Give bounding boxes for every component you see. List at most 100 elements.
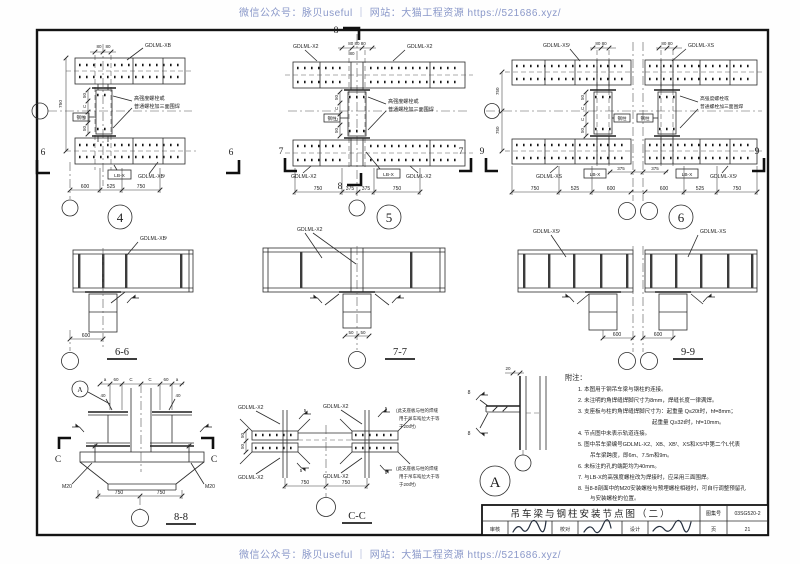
dim-label: 750 xyxy=(342,480,351,486)
section-title: 6-6 xyxy=(115,347,129,358)
bolt-note: 高强度螺栓或 xyxy=(134,95,165,102)
bolt-note: 高强度螺栓或 xyxy=(700,95,729,102)
column-label: 钢柱 xyxy=(618,115,627,122)
beam-label: GDLML-X2 xyxy=(323,474,349,480)
dim-label: 750 xyxy=(531,186,540,192)
detail-ref: A xyxy=(77,386,83,394)
note-line: 2. 未注明的角焊缝焊脚尺寸为8mm，焊缝长度一律满焊。 xyxy=(578,396,717,404)
dim-label: 600 xyxy=(607,186,616,192)
section-7-7: GDLML-X2 50 50 7-7 xyxy=(262,227,446,369)
dim-label: 750 xyxy=(314,186,323,192)
design-label: 设计 xyxy=(630,526,640,533)
grid-bubble xyxy=(640,352,658,370)
section-9-9: GDLML-XSᶠ GDLML-XS 600 600 xyxy=(517,229,758,370)
bolt-note: 普通螺栓加三面围焊 xyxy=(134,103,180,110)
dim-label: 750 xyxy=(393,186,402,192)
bolt-label: M20 xyxy=(205,484,215,490)
section-title: 9-9 xyxy=(681,347,695,358)
beam-label: GDLML-XBᶠ xyxy=(140,236,168,242)
detail-ref-bubble xyxy=(71,380,89,398)
lb-label: LB-X xyxy=(114,173,125,179)
cut-mark: 6 xyxy=(229,148,234,158)
cut-mark: 7 xyxy=(459,147,464,157)
dim-label: a xyxy=(176,377,179,382)
detail-5: 8 80 80 80 80 50 C C 50 xyxy=(279,26,473,230)
cut-mark: 6 xyxy=(41,148,46,158)
page-number: 21 xyxy=(745,527,751,533)
dim-label: 40 xyxy=(100,393,106,398)
dim-label: 50 xyxy=(240,443,245,449)
dim-label: C xyxy=(129,377,133,382)
dim-label: 750 xyxy=(157,490,166,496)
grid-bubble xyxy=(618,202,636,220)
dim-label: a xyxy=(104,377,107,382)
dim-label: 525 xyxy=(571,186,580,192)
beam-label: GDLML-XBᶠ xyxy=(138,174,166,180)
weld-note: 用于吊车吨位大于等 xyxy=(399,473,440,480)
drawing-title: 吊车梁与钢柱安装节点图（二） xyxy=(510,508,671,520)
dim-label: 50 xyxy=(360,330,366,335)
atlas-label: 图集号 xyxy=(706,510,721,517)
column-label: 钢柱 xyxy=(77,114,86,121)
grid-bubble xyxy=(316,497,336,517)
dim-label: 750 xyxy=(495,87,500,95)
beam-label: GDLML-X2 xyxy=(297,227,323,233)
grid-bubble xyxy=(131,509,149,527)
dim-label: 600 xyxy=(654,332,663,338)
note-line: 3. 支座板与柱的角焊缝焊脚尺寸为：起重量 Q≤20t时，hf=8mm； xyxy=(578,407,736,415)
dim-label: 750 xyxy=(58,100,64,108)
detail-a: 20 8 8 A xyxy=(468,366,547,497)
note-line: 7. 与LB-X的高强度螺栓改为焊接时，应采用三面围焊。 xyxy=(578,473,712,481)
watermark-top: 微信公众号：脉贝useful ｜ 网站：大猫工程资源 https://52168… xyxy=(239,8,561,19)
dim-label: 600 xyxy=(660,186,669,192)
dim-label: 750 xyxy=(301,480,310,486)
beam-label: GDLML-X2 xyxy=(293,44,319,50)
beam-label: GDLML-X2 xyxy=(291,174,317,180)
grid-bubble xyxy=(31,102,49,120)
dim-label: 50 xyxy=(240,432,245,438)
gauge-label: C xyxy=(580,117,585,121)
detail-ref-bubble xyxy=(479,465,511,497)
weld-size: 5 xyxy=(304,408,307,413)
cut-mark: 8 xyxy=(338,182,343,192)
dim-label: 20 xyxy=(505,366,511,371)
gauge-label: C xyxy=(580,106,585,110)
section-title: 7-7 xyxy=(393,347,407,358)
bolt-note: 高强度螺栓或 xyxy=(388,98,419,105)
dim-label: 375 xyxy=(617,166,625,171)
cut-mark: 9 xyxy=(755,147,760,157)
detail-number: 5 xyxy=(386,210,393,225)
check-label: 校对 xyxy=(560,526,570,533)
note-line: 6. 未标注的孔的端距均为40mm。 xyxy=(578,462,660,470)
beam-label: GDLML-XSᶠ xyxy=(710,174,738,180)
cut-mark: C xyxy=(211,455,217,465)
gauge-label: 50 xyxy=(580,127,585,133)
detail-6: 80 80 80 80 xyxy=(480,41,766,230)
section-c-c: 5 5 5 5 GDLML-X2 GDLML-X2 GDLML-X2 GDLML… xyxy=(238,404,440,524)
weld-size: 5 xyxy=(300,468,303,473)
gauge-label: 50 xyxy=(82,92,87,98)
notes-title: 附注： xyxy=(565,373,587,382)
signature xyxy=(512,519,547,533)
grid-bubble xyxy=(618,352,636,370)
dim-label: 750 xyxy=(495,126,500,134)
beam-label: GDLML-X2 xyxy=(323,404,349,410)
detail-4: 80 80 750 50 C C 50 GDLML-XB 高强度螺栓或 普通螺栓… xyxy=(31,43,241,230)
dim-label: 525 xyxy=(107,184,116,190)
lb-label: LB-X xyxy=(590,172,601,178)
section-title: 8-8 xyxy=(174,512,188,523)
dim-label: 375 xyxy=(346,186,355,192)
beam-label: GDLML-XSᶠ xyxy=(533,229,561,235)
dim-label: 750 xyxy=(137,184,146,190)
dim-label: 40 xyxy=(175,393,181,398)
weld-size: 8 xyxy=(468,390,471,396)
column-label: 钢柱 xyxy=(641,115,650,122)
beam-label: GDLML-X2 xyxy=(238,475,264,481)
detail-number: 6 xyxy=(678,210,685,225)
dim-label: 600 xyxy=(613,332,622,338)
dim-label: 80 80 xyxy=(595,41,607,46)
weld-size: 8 xyxy=(468,431,471,437)
grid-bubble xyxy=(348,351,366,369)
column-label: 钢柱 xyxy=(328,115,337,122)
